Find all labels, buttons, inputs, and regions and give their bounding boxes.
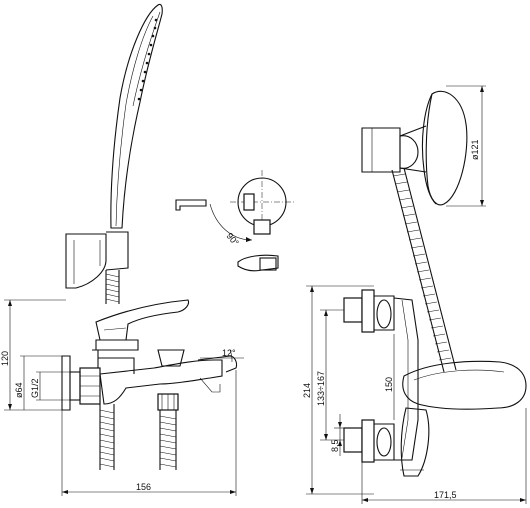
left-dimensions	[4, 299, 244, 496]
dim-8-5: 8,5	[330, 439, 340, 452]
dim-214: 214	[302, 383, 312, 398]
right-lever	[402, 360, 527, 410]
mixer-front-view	[343, 289, 527, 477]
dim-90-degrees: 90°	[224, 231, 241, 248]
dim-g12: G1/2	[30, 378, 40, 398]
lever-handle	[95, 299, 190, 341]
mixer-side-view	[61, 299, 238, 411]
right-dimensions	[306, 285, 527, 504]
lever-rotation-detail	[175, 170, 294, 272]
dim-171-5: 171,5	[434, 490, 457, 500]
dim-120: 120	[0, 351, 10, 366]
shower-holder	[65, 233, 107, 289]
dim-12-degrees: 12°	[222, 348, 236, 358]
shower-hose-upper	[105, 270, 120, 304]
head-holder	[361, 127, 401, 173]
wall-flange	[61, 355, 71, 411]
shower-hose-lower	[99, 404, 177, 470]
lever-top-view	[175, 199, 207, 211]
dim-156: 156	[136, 482, 151, 492]
shower-head-front-view	[361, 85, 486, 207]
lever-front-icon	[237, 254, 279, 272]
shower-nozzles	[137, 18, 158, 101]
dim-150: 150	[384, 377, 394, 392]
dim-dia-64: ø64	[14, 382, 24, 398]
hand-shower	[65, 3, 163, 289]
dim-dia-121: ø121	[470, 139, 480, 160]
dim-133-167: 133÷167	[316, 371, 326, 406]
shower-hose-diagonal	[391, 167, 457, 373]
diverter-knob	[157, 349, 185, 367]
